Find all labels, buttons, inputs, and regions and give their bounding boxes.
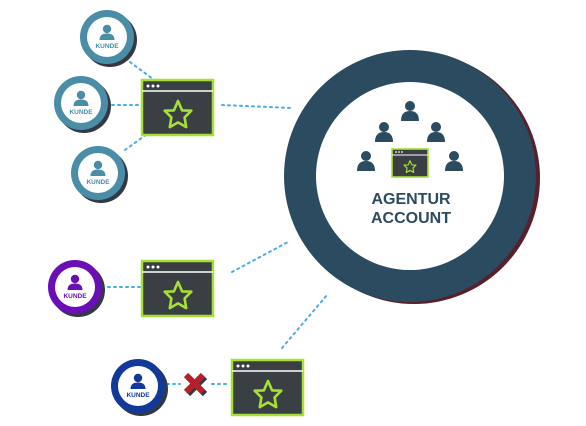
connector-website3-agency bbox=[281, 294, 328, 349]
website-window-3 bbox=[230, 358, 305, 417]
client-kunde-4: KUNDE bbox=[48, 260, 105, 317]
person-icon bbox=[99, 24, 115, 40]
client-label: KUNDE bbox=[63, 293, 87, 300]
person-icon bbox=[90, 160, 106, 176]
client-kunde-3: KUNDE bbox=[71, 146, 128, 203]
client-label: KUNDE bbox=[69, 109, 93, 116]
connector-website2-agency bbox=[231, 241, 289, 273]
person-icon bbox=[130, 373, 146, 389]
agency-label-line1: AGENTUR bbox=[371, 191, 451, 208]
connector-lines bbox=[107, 61, 328, 385]
person-icon bbox=[73, 90, 89, 106]
cross-icon bbox=[183, 372, 208, 397]
website-window-1 bbox=[140, 78, 215, 137]
connector-website1-agency bbox=[221, 104, 293, 109]
connector-kunde1-website1 bbox=[129, 61, 158, 83]
agency-label-line2: ACCOUNT bbox=[371, 210, 451, 227]
agency-account: AGENTUR ACCOUNT bbox=[284, 50, 540, 304]
client-label: KUNDE bbox=[95, 43, 119, 50]
client-label: KUNDE bbox=[126, 392, 150, 399]
client-kunde-5: KUNDE bbox=[111, 359, 168, 416]
agency-website-icon bbox=[391, 148, 429, 178]
website-window-2 bbox=[140, 259, 215, 318]
client-kunde-2: KUNDE bbox=[54, 76, 111, 133]
client-kunde-1: KUNDE bbox=[80, 10, 137, 67]
person-icon bbox=[67, 274, 83, 290]
client-label: KUNDE bbox=[86, 179, 110, 186]
